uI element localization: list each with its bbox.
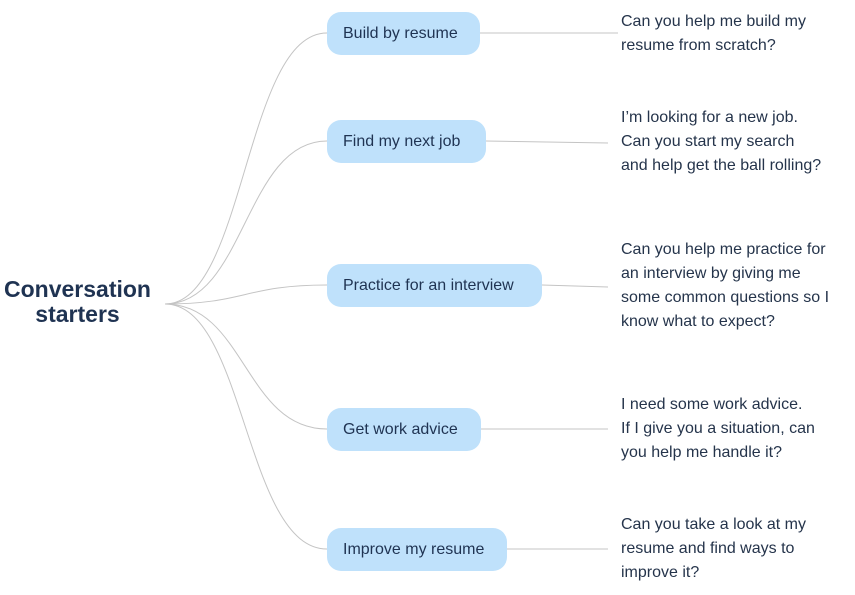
answer-line: some common questions so I [621,289,830,306]
answer-line: If I give you a situation, can [621,420,815,437]
answer-get-work-advice: I need some work advice. If I give you a… [621,393,851,465]
root-title-line-2: starters [35,301,120,327]
branch-3-answer-connector [541,284,609,288]
answer-line: Can you help me practice for [621,241,826,258]
answer-line: know what to expect? [621,313,775,330]
answer-line: you help me handle it? [621,444,782,461]
answer-line: resume and find ways to [621,540,795,557]
answer-practice-interview: Can you help me practice for an intervie… [621,238,851,334]
answer-line: Can you help me build my [621,13,806,30]
branch-get-work-advice[interactable]: Get work advice [327,408,481,451]
answer-build-resume: Can you help me build my resume from scr… [621,10,851,58]
root-branch-2-connector [164,140,328,305]
answer-line: resume from scratch? [621,37,776,54]
branch-improve-resume[interactable]: Improve my resume [327,528,507,571]
branch-2-answer-connector [485,140,609,144]
branch-practice-interview[interactable]: Practice for an interview [327,264,542,307]
answer-line: an interview by giving me [621,265,801,282]
answer-line: Can you take a look at my [621,516,806,533]
answer-improve-resume: Can you take a look at my resume and fin… [621,513,851,585]
answer-line: Can you start my search [621,133,795,150]
branch-build-resume[interactable]: Build by resume [327,12,480,55]
answer-line: I’m looking for a new job. [621,109,798,126]
root-branch-1-connector [164,32,328,305]
answer-find-next-job: I’m looking for a new job. Can you start… [621,106,851,178]
root-title-line-1: Conversation [4,276,151,302]
answer-line: and help get the ball rolling? [621,157,822,174]
root-branch-3-connector [164,284,328,305]
answer-line: improve it? [621,564,700,581]
answer-line: I need some work advice. [621,396,803,413]
root-branch-4-connector [164,303,328,430]
root-branch-5-connector [164,303,328,550]
branch-find-next-job[interactable]: Find my next job [327,120,486,163]
root-title: Conversation starters [0,277,155,327]
